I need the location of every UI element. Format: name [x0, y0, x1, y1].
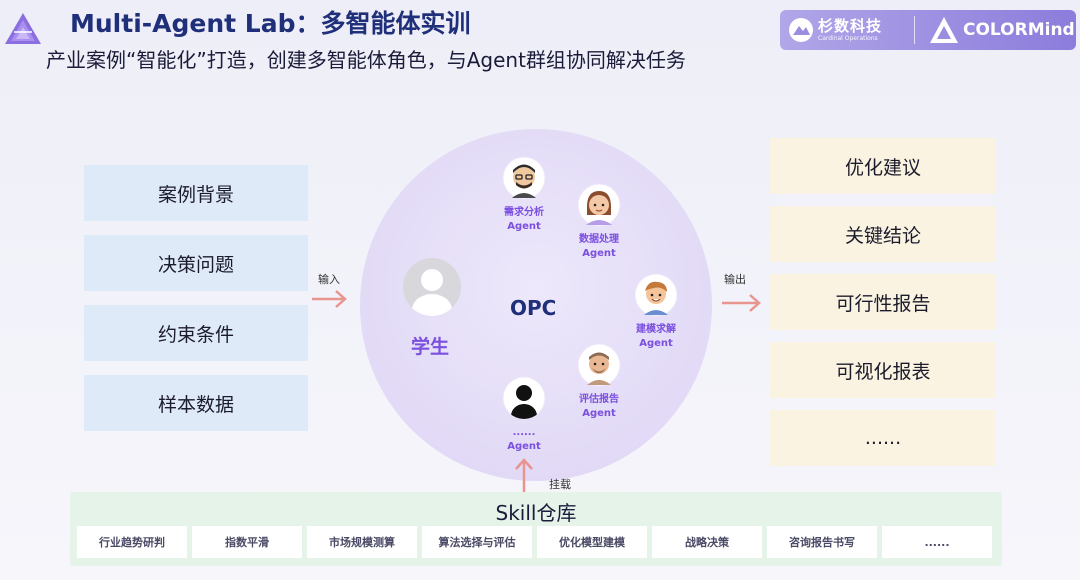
more-agent-avatar-icon: [502, 376, 546, 420]
output-more: ......: [770, 410, 996, 466]
requirement-agent-label: 需求分析 Agent: [504, 207, 544, 232]
shanshu-brand: 杉数科技 Cardinal Operations: [780, 17, 914, 43]
lab-logo-icon: [5, 13, 41, 44]
colormind-logo-icon: [930, 17, 958, 43]
shanshu-logo-icon: [789, 18, 813, 42]
output-feasibility-report: 可行性报告: [770, 274, 996, 330]
modeling-agent-label: 建模求解 Agent: [636, 324, 676, 349]
skill-more: ......: [882, 526, 992, 558]
report-agent-avatar-icon: [577, 343, 621, 387]
skill-consulting-report: 咨询报告书写: [767, 526, 877, 558]
data-agent-label: 数据处理 Agent: [579, 234, 619, 259]
output-arrow-label: 输出: [724, 273, 746, 286]
mount-arrow-label: 挂载: [549, 478, 571, 491]
page-subtitle: 产业案例“智能化”打造，创建多智能体角色，与Agent群组协同解决任务: [46, 48, 686, 72]
skill-repository: Skill仓库 行业趋势研判 指数平滑 市场规模测算 算法选择与评估 优化模型建…: [70, 492, 1002, 566]
data-agent-avatar-icon: [577, 183, 621, 227]
student-label: 学生: [411, 336, 450, 358]
skill-strategic-decision: 战略决策: [652, 526, 762, 558]
colormind-brand: COLORMind: [929, 16, 1075, 44]
input-arrow-icon: [312, 290, 347, 308]
skill-optimization-modeling: 优化模型建模: [537, 526, 647, 558]
input-decision-problem: 决策问题: [84, 235, 308, 291]
skill-industry-trend: 行业趋势研判: [77, 526, 187, 558]
student-avatar-icon: [403, 258, 461, 316]
output-key-conclusions: 关键结论: [770, 206, 996, 262]
more-agent-label: ...... Agent: [507, 427, 541, 452]
input-case-background: 案例背景: [84, 165, 308, 221]
skill-exponential-smoothing: 指数平滑: [192, 526, 302, 558]
report-agent-label: 评估报告 Agent: [579, 394, 619, 419]
output-arrow-icon: [722, 294, 761, 312]
skill-repository-title: Skill仓库: [495, 501, 577, 525]
opc-label: OPC: [510, 296, 557, 320]
shanshu-name: 杉数科技: [818, 16, 883, 35]
shanshu-subname: Cardinal Operations: [818, 34, 878, 42]
skill-algorithm-selection: 算法选择与评估: [422, 526, 532, 558]
skill-market-sizing: 市场规模测算: [307, 526, 417, 558]
output-visual-report: 可视化报表: [770, 342, 996, 398]
output-optimization-advice: 优化建议: [770, 138, 996, 194]
input-arrow-label: 输入: [318, 273, 340, 286]
brand-divider: [914, 16, 915, 44]
input-constraints: 约束条件: [84, 305, 308, 361]
modeling-agent-avatar-icon: [634, 273, 678, 317]
page-title: Multi-Agent Lab：多智能体实训: [70, 9, 471, 38]
colormind-name: COLORMind: [963, 20, 1075, 40]
mount-arrow-icon: [515, 458, 533, 493]
requirement-agent-avatar-icon: [502, 156, 546, 200]
brand-bar: 杉数科技 Cardinal Operations COLORMind: [780, 10, 1076, 50]
input-sample-data: 样本数据: [84, 375, 308, 431]
